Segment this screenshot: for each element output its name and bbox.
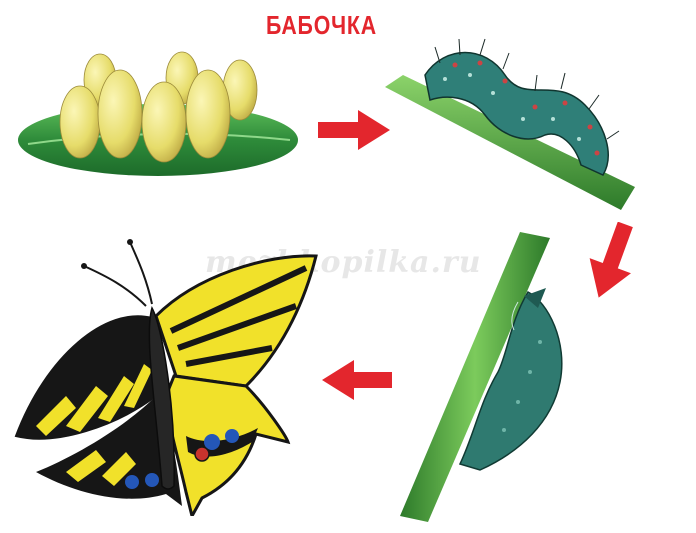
arrow-left-1 [322,360,392,400]
pupa-icon [400,232,590,522]
stage-caterpillar [385,35,645,215]
arrow-right-icon [318,110,390,150]
stage-pupa [400,232,590,522]
caterpillar-icon [385,35,645,215]
page-title: БАБОЧКА [266,10,377,41]
arrow-left-icon [322,360,392,400]
swallowtail-butterfly-icon [6,236,326,516]
eggs-on-leaf-icon [18,48,308,188]
stage-butterfly [6,236,326,516]
arrow-down-1 [588,222,636,300]
arrow-right-1 [318,110,390,150]
arrow-down-icon [588,222,636,300]
stage-eggs [18,48,308,188]
